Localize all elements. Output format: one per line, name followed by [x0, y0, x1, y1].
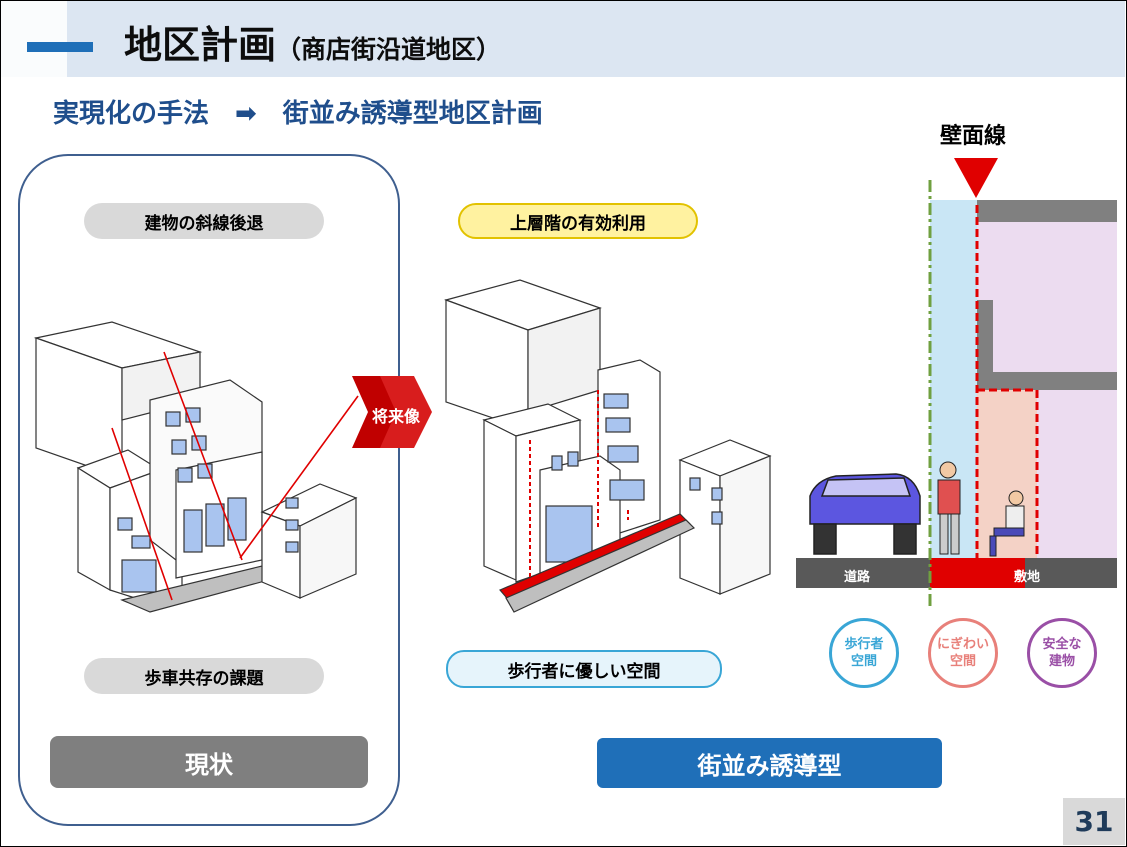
method-subtitle: 実現化の手法 ➡ 街並み誘導型地区計画: [53, 99, 543, 129]
circle-pedestrian-space: 歩行者空間: [829, 618, 899, 688]
pill-upper-floor-use: 上層階の有効利用: [458, 203, 698, 239]
site-label: 敷地: [1014, 570, 1041, 585]
building-mid: [977, 372, 1117, 390]
pedestrian-illustration: [937, 461, 961, 555]
page-number: 31: [1063, 798, 1125, 845]
site-bar: [930, 558, 1025, 588]
circle-1-line1: 歩行者: [844, 637, 884, 652]
future-setback-lines: [529, 390, 629, 584]
title-sub: （商店街沿道地区）: [276, 35, 502, 64]
future-arrow-front: [380, 376, 432, 448]
pill-pedestrian-space: 歩行者に優しい空間: [446, 650, 722, 688]
circle-1-line2: 空間: [850, 654, 877, 669]
circle-safe-building: 安全な建物: [1027, 618, 1097, 688]
header-band: [1, 1, 1125, 77]
current-buildings-illustration: [33, 321, 358, 613]
seated-people-illustration: [989, 490, 1025, 557]
future-arrow-label: 将来像: [371, 407, 420, 426]
header-white-block: [1, 1, 67, 77]
current-state-frame: [18, 154, 400, 826]
circle-lively-space: にぎわい空間: [928, 618, 998, 688]
streetscape-type-label: 街並み誘導型: [597, 738, 942, 788]
circle-2-line2: 空間: [949, 654, 976, 669]
wall-line-marker: [954, 158, 998, 198]
title-main: 地区計画: [124, 23, 277, 67]
pill-building-setback: 建物の斜線後退: [84, 203, 324, 239]
road-bar: [796, 558, 930, 588]
circle-2-line1: にぎわい: [936, 637, 989, 652]
header-accent-bar: [27, 42, 93, 52]
current-state-label: 現状: [50, 736, 368, 788]
safe-building-zone: [1037, 390, 1117, 558]
wall-line-label: 壁面線: [940, 124, 1007, 149]
setback-arrows: [111, 351, 359, 601]
building-upper: [977, 222, 1117, 372]
section-diagram: [796, 158, 1117, 610]
future-buildings-illustration: [444, 279, 772, 613]
circle-3-line1: 安全な: [1042, 637, 1082, 652]
page-title: 地区計画（商店街沿道地区）: [124, 14, 501, 69]
circle-3-line2: 建物: [1048, 654, 1075, 669]
pill-pedestrian-issue: 歩車共存の課題: [84, 658, 324, 694]
car-illustration: [809, 473, 921, 555]
building-roof: [977, 200, 1117, 222]
road-label: 道路: [844, 570, 871, 585]
